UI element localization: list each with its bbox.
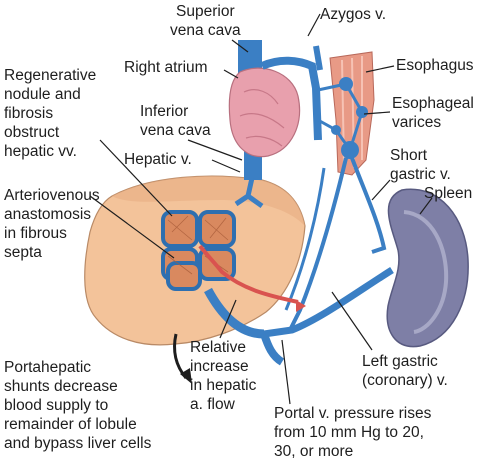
label-azygos-v: Azygos v. xyxy=(320,5,386,24)
label-relative-increase: Relative increase in hepatic a. flow xyxy=(190,338,256,414)
right-atrium xyxy=(229,68,299,156)
label-spleen: Spleen xyxy=(424,184,472,203)
label-short-gastric-v: Short gastric v. xyxy=(390,146,451,184)
label-right-atrium: Right atrium xyxy=(124,58,208,77)
label-esophageal-varices: Esophageal varices xyxy=(392,94,474,132)
label-left-gastric-v: Left gastric (coronary) v. xyxy=(362,352,448,390)
label-hepatic-v: Hepatic v. xyxy=(124,150,192,169)
label-regenerative-nodule: Regenerative nodule and fibrosis obstruc… xyxy=(4,66,96,161)
label-av-anastomosis: Arteriovenous anastomosis in fibrous sep… xyxy=(4,186,100,262)
label-portahepatic-shunts: Portahepatic shunts decrease blood suppl… xyxy=(4,358,151,453)
short-gastric-vein xyxy=(352,158,384,252)
label-esophagus: Esophagus xyxy=(396,56,474,75)
label-inferior-vena-cava: Inferior vena cava xyxy=(140,102,211,140)
label-portal-pressure: Portal v. pressure rises from 10 mm Hg t… xyxy=(274,404,431,461)
label-superior-vena-cava: Superior vena cava xyxy=(170,2,241,40)
